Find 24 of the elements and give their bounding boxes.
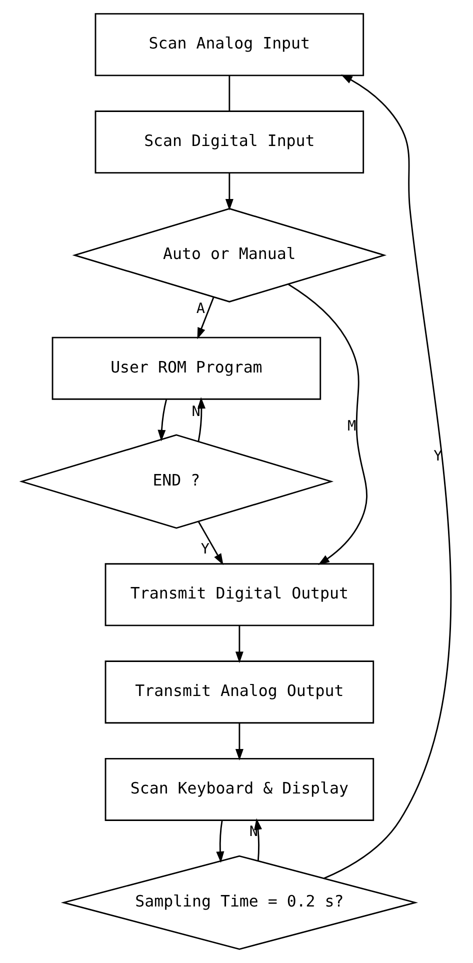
- node-box: Scan Digital Input: [94, 110, 364, 174]
- connector: [228, 75, 230, 111]
- edge-label: Y: [200, 541, 210, 558]
- arrow: [198, 521, 224, 566]
- arrow: [235, 625, 244, 664]
- edge-label: A: [196, 301, 205, 318]
- arrow: [197, 397, 206, 442]
- arrow: [216, 820, 224, 863]
- node-box: Scan Keyboard & Display: [104, 758, 374, 821]
- node-box: User ROM Program: [52, 336, 322, 400]
- arrow: [197, 296, 214, 340]
- arrow: [158, 399, 168, 442]
- edge-label: Y: [434, 448, 442, 465]
- arrow: [235, 722, 244, 760]
- node-diamond: Sampling Time = 0.2 s?: [60, 855, 418, 950]
- arrow: [225, 173, 234, 210]
- edge-label: M: [348, 418, 356, 435]
- node-diamond: Auto or Manual: [72, 208, 387, 302]
- arrow: [324, 74, 452, 879]
- node-box: Scan Analog Input: [94, 13, 364, 76]
- node-diamond: END ?: [19, 434, 334, 529]
- node-box: Transmit Analog Output: [104, 660, 374, 724]
- arrow: [288, 284, 368, 565]
- node-box: Transmit Digital Output: [104, 563, 374, 626]
